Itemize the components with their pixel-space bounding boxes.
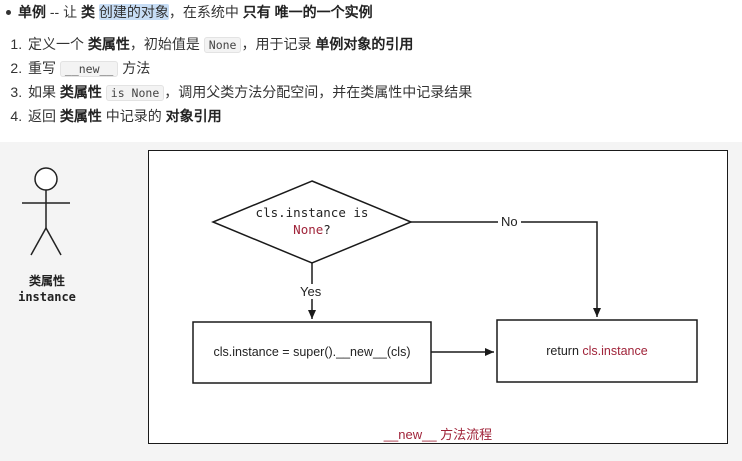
code-none: None bbox=[203, 37, 242, 53]
actor-label-class-attr: 类属性 bbox=[28, 274, 65, 288]
return-box bbox=[496, 319, 698, 383]
steps-list: 定义一个 类属性，初始值是 None，用于记录 单例对象的引用 重写 __new… bbox=[10, 33, 472, 128]
edge-no-line bbox=[411, 221, 601, 317]
step-4: 返回 类属性 中记录的 对象引用 bbox=[26, 105, 472, 128]
decision-line-2: None? bbox=[293, 222, 331, 237]
step-3: 如果 类属性 is None，调用父类方法分配空间，并在类属性中记录结果 bbox=[26, 81, 472, 105]
edge-label-yes: Yes bbox=[297, 284, 325, 299]
definition-line: 单例 -- 让 类 创建的对象，在系统中 只有 唯一的一个实例 bbox=[6, 2, 373, 22]
return-box-text: return cls.instance bbox=[546, 344, 648, 358]
process-box-text: cls.instance = super().__new__(cls) bbox=[213, 345, 411, 359]
actor-label-instance: instance bbox=[18, 290, 76, 304]
decision-line-1: cls.instance is bbox=[255, 205, 369, 220]
diagram-caption: __new__ 方法流程 bbox=[383, 427, 493, 442]
code-new: __new__ bbox=[59, 61, 119, 77]
flowchart-frame bbox=[148, 150, 728, 444]
step-2: 重写 __new__ 方法 bbox=[26, 57, 472, 81]
term-singleton: 单例 bbox=[18, 4, 46, 20]
created-objects-highlight: 创建的对象 bbox=[98, 4, 169, 20]
process-box bbox=[192, 321, 432, 384]
decision-text: cls.instance is None? bbox=[214, 204, 410, 238]
stick-figure-icon bbox=[22, 167, 70, 256]
code-is-none: is None bbox=[105, 85, 165, 101]
only-one-instance: 只有 唯一的一个实例 bbox=[242, 4, 373, 20]
step-1: 定义一个 类属性，初始值是 None，用于记录 单例对象的引用 bbox=[26, 33, 472, 57]
edge-label-no: No bbox=[498, 214, 521, 229]
definition-dash: -- 让 bbox=[46, 4, 81, 20]
class-word: 类 bbox=[81, 4, 95, 20]
bullet-dot-icon bbox=[6, 9, 11, 15]
definition-middle: ，在系统中 bbox=[168, 4, 243, 20]
